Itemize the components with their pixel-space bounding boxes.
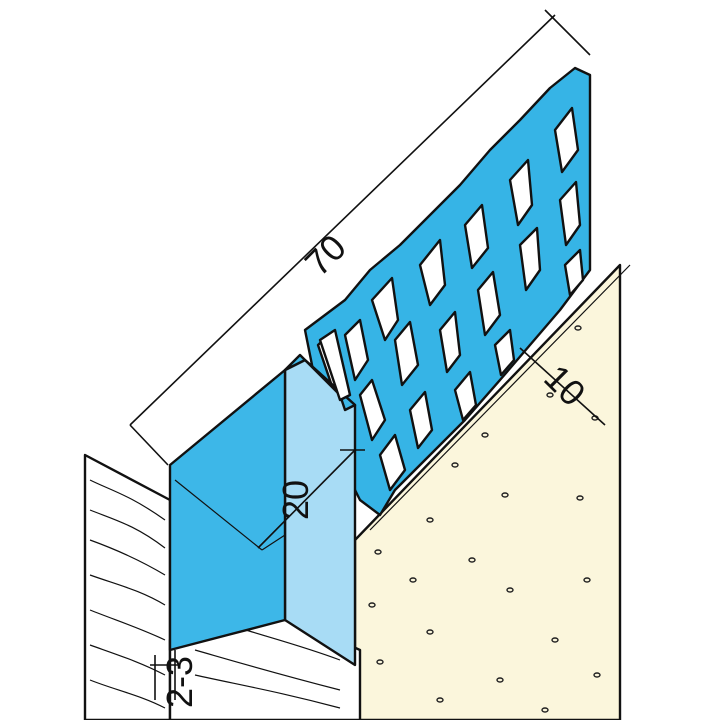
wall-hatch	[89, 574, 166, 606]
wall-hatch	[89, 509, 166, 549]
base-hatch	[194, 674, 341, 709]
base-hatch	[194, 649, 341, 691]
profile-fold-line	[174, 479, 263, 551]
dim-extension	[544, 9, 591, 56]
wall-hatch	[89, 609, 166, 641]
profile-lip	[283, 353, 357, 412]
dim-label-total: 70	[297, 226, 354, 283]
wall-hatch	[89, 644, 166, 676]
dim-label-gap: 2-3	[159, 656, 200, 708]
profile-fold-line	[261, 534, 286, 551]
dim-line-total	[129, 14, 556, 426]
dimension-lines	[129, 9, 606, 700]
profile-hook	[318, 328, 352, 402]
wall-section	[83, 453, 172, 720]
wall-hatch	[89, 539, 166, 576]
dim-label-depth: 20	[275, 480, 316, 520]
plaster-edge	[369, 264, 631, 531]
expanded-metal-mesh	[303, 66, 592, 517]
wall-hatch	[89, 679, 166, 709]
dim-extension	[129, 424, 169, 466]
wall-hatch	[89, 479, 166, 521]
profile-front-face	[168, 368, 287, 652]
dim-line-depth	[257, 449, 356, 549]
dim-line-mesh	[519, 347, 606, 426]
profile	[168, 328, 357, 667]
mesh-openings	[316, 106, 585, 492]
plaster-texture	[368, 325, 601, 713]
